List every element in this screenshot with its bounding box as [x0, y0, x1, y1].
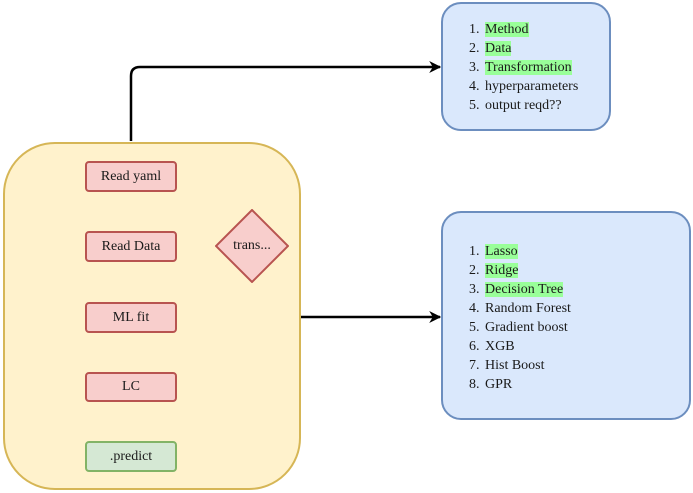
- list-item-number: 4.: [469, 79, 480, 94]
- list-item-number: 4.: [469, 301, 480, 316]
- edge-pipeline-to-config-list: [129, 61, 442, 141]
- config-list-item: 4. hyperparameters: [469, 77, 609, 96]
- list-item-number: 6.: [469, 339, 480, 354]
- transform-label: trans...: [233, 238, 271, 253]
- config-list-item: 3. Transformation: [469, 58, 609, 77]
- list-item-text: hyperparameters: [485, 79, 579, 94]
- model-list-item: 4. Random Forest: [469, 299, 689, 318]
- ml-fit-label: ML fit: [112, 309, 150, 325]
- model-list-item: 2. Ridge: [469, 261, 689, 280]
- list-item-number: 1.: [469, 244, 480, 259]
- model-list-item: 7. Hist Boost: [469, 356, 689, 375]
- list-item-number: 7.: [469, 358, 480, 373]
- config-list: 1. Method 2. Data 3. Transformation 4. hyperpar…: [469, 20, 609, 115]
- config-list-item: 1. Method: [469, 20, 609, 39]
- models-list-panel: 1. Lasso 2. Ridge 3. Decision Tree 4. Random Fo…: [441, 211, 691, 420]
- predict-label: .predict: [109, 448, 153, 464]
- list-item-text: Decision Tree: [485, 282, 564, 297]
- list-item-text: Data: [485, 41, 512, 56]
- list-item-number: 2.: [469, 41, 480, 56]
- list-item-number: 3.: [469, 282, 480, 297]
- list-item-text: output reqd??: [485, 98, 562, 113]
- read-data-node[interactable]: Read Data: [85, 231, 177, 262]
- lc-node[interactable]: LC: [85, 372, 177, 402]
- list-item-text: Transformation: [485, 60, 572, 75]
- list-item-text: Lasso: [485, 244, 518, 259]
- list-item-text: Hist Boost: [485, 358, 545, 373]
- list-item-number: 3.: [469, 60, 480, 75]
- model-list-item: 3. Decision Tree: [469, 280, 689, 299]
- list-item-number: 1.: [469, 22, 480, 37]
- config-list-item: 5. output reqd??: [469, 96, 609, 115]
- predict-node[interactable]: .predict: [85, 441, 177, 472]
- model-list-item: 5. Gradient boost: [469, 318, 689, 337]
- models-list: 1. Lasso 2. Ridge 3. Decision Tree 4. Random Fo…: [469, 242, 689, 394]
- read-yaml-label: Read yaml: [100, 168, 162, 184]
- list-item-text: Random Forest: [485, 301, 571, 316]
- list-item-number: 2.: [469, 263, 480, 278]
- list-item-number: 5.: [469, 320, 480, 335]
- model-list-item: 6. XGB: [469, 337, 689, 356]
- model-list-item: 1. Lasso: [469, 242, 689, 261]
- transform-decision-node[interactable]: trans...: [215, 209, 289, 283]
- lc-label: LC: [122, 379, 140, 394]
- ml-fit-node[interactable]: ML fit: [85, 302, 177, 333]
- list-item-number: 8.: [469, 377, 480, 392]
- list-item-text: Ridge: [485, 263, 519, 278]
- config-list-item: 2. Data: [469, 39, 609, 58]
- list-item-number: 5.: [469, 98, 480, 113]
- config-list-panel: 1. Method 2. Data 3. Transformation 4. hyperpar…: [441, 2, 611, 131]
- list-item-text: GPR: [485, 377, 513, 392]
- model-list-item: 8. GPR: [469, 375, 689, 394]
- list-item-text: Method: [485, 22, 529, 37]
- read-data-label: Read Data: [101, 238, 161, 254]
- read-yaml-node[interactable]: Read yaml: [85, 161, 177, 192]
- list-item-text: XGB: [485, 339, 515, 354]
- list-item-text: Gradient boost: [485, 320, 568, 335]
